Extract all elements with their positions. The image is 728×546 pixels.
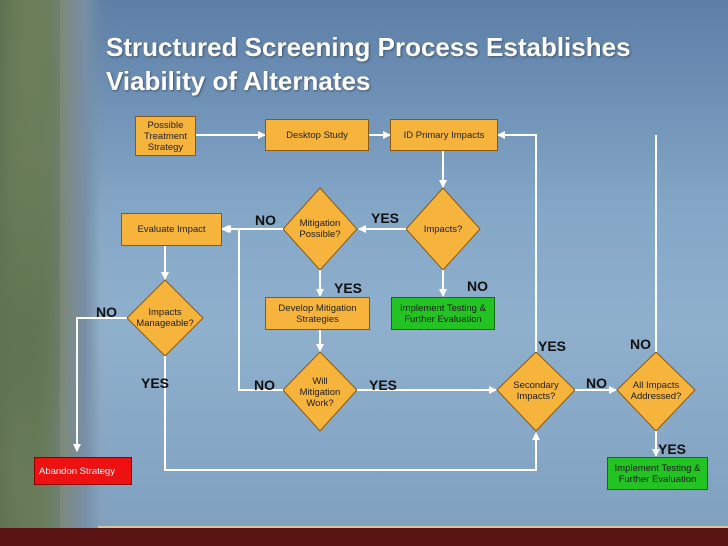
label-yes-manageable: YES (141, 375, 169, 391)
label-yes-mitigation-down: YES (334, 280, 362, 296)
box-evaluate-impact-label: Evaluate Impact (137, 224, 205, 235)
label-yes-all-addressed: YES (658, 441, 686, 457)
box-abandon-strategy: Abandon Strategy (34, 457, 132, 485)
arrow-secondary-yes-to-id-primary (498, 135, 536, 352)
decision-label-all-impacts-addressed: All Impacts Addressed? (626, 376, 686, 406)
label-no-secondary: NO (586, 375, 607, 391)
box-implement-testing-1: Implement Testing & Further Evaluation (391, 297, 495, 330)
label-no-manageable: NO (96, 304, 117, 320)
box-possible-treatment-label: Possible Treatment Strategy (136, 120, 195, 153)
label-no-impacts: NO (467, 278, 488, 294)
decision-label-will-mitigation-work: Will Mitigation Work? (294, 374, 346, 410)
box-evaluate-impact: Evaluate Impact (121, 213, 222, 246)
decision-label-impacts: Impacts? (415, 219, 471, 239)
label-no-mitigation: NO (255, 212, 276, 228)
label-yes-will-work: YES (369, 377, 397, 393)
box-implement-testing-2: Implement Testing & Further Evaluation (607, 457, 708, 490)
arrow-manageable-no-to-abandon (77, 318, 127, 451)
decision-label-mitigation-possible: Mitigation Possible? (292, 214, 348, 244)
box-id-primary-impacts: ID Primary Impacts (390, 119, 498, 151)
decision-label-impacts-manageable: Impacts Manageable? (131, 303, 199, 333)
label-no-all-addressed: NO (630, 336, 651, 352)
box-desktop-study: Desktop Study (265, 119, 369, 151)
box-develop-mitigation-strategies: Develop Mitigation Strategies (265, 297, 370, 330)
box-abandon-strategy-label: Abandon Strategy (39, 466, 115, 477)
box-implement-testing-2-label: Implement Testing & Further Evaluation (608, 463, 707, 485)
label-no-will-work: NO (254, 377, 275, 393)
box-id-primary-impacts-label: ID Primary Impacts (404, 130, 485, 141)
box-develop-mitigation-label: Develop Mitigation Strategies (266, 303, 369, 325)
box-possible-treatment-strategy: Possible Treatment Strategy (135, 116, 196, 156)
arrow-manageable-yes-to-secondary (165, 356, 536, 470)
box-desktop-study-label: Desktop Study (286, 130, 348, 141)
label-yes-impacts: YES (371, 210, 399, 226)
label-yes-secondary: YES (538, 338, 566, 354)
box-implement-testing-1-label: Implement Testing & Further Evaluation (392, 303, 494, 325)
decision-label-secondary-impacts: Secondary Impacts? (506, 376, 566, 406)
